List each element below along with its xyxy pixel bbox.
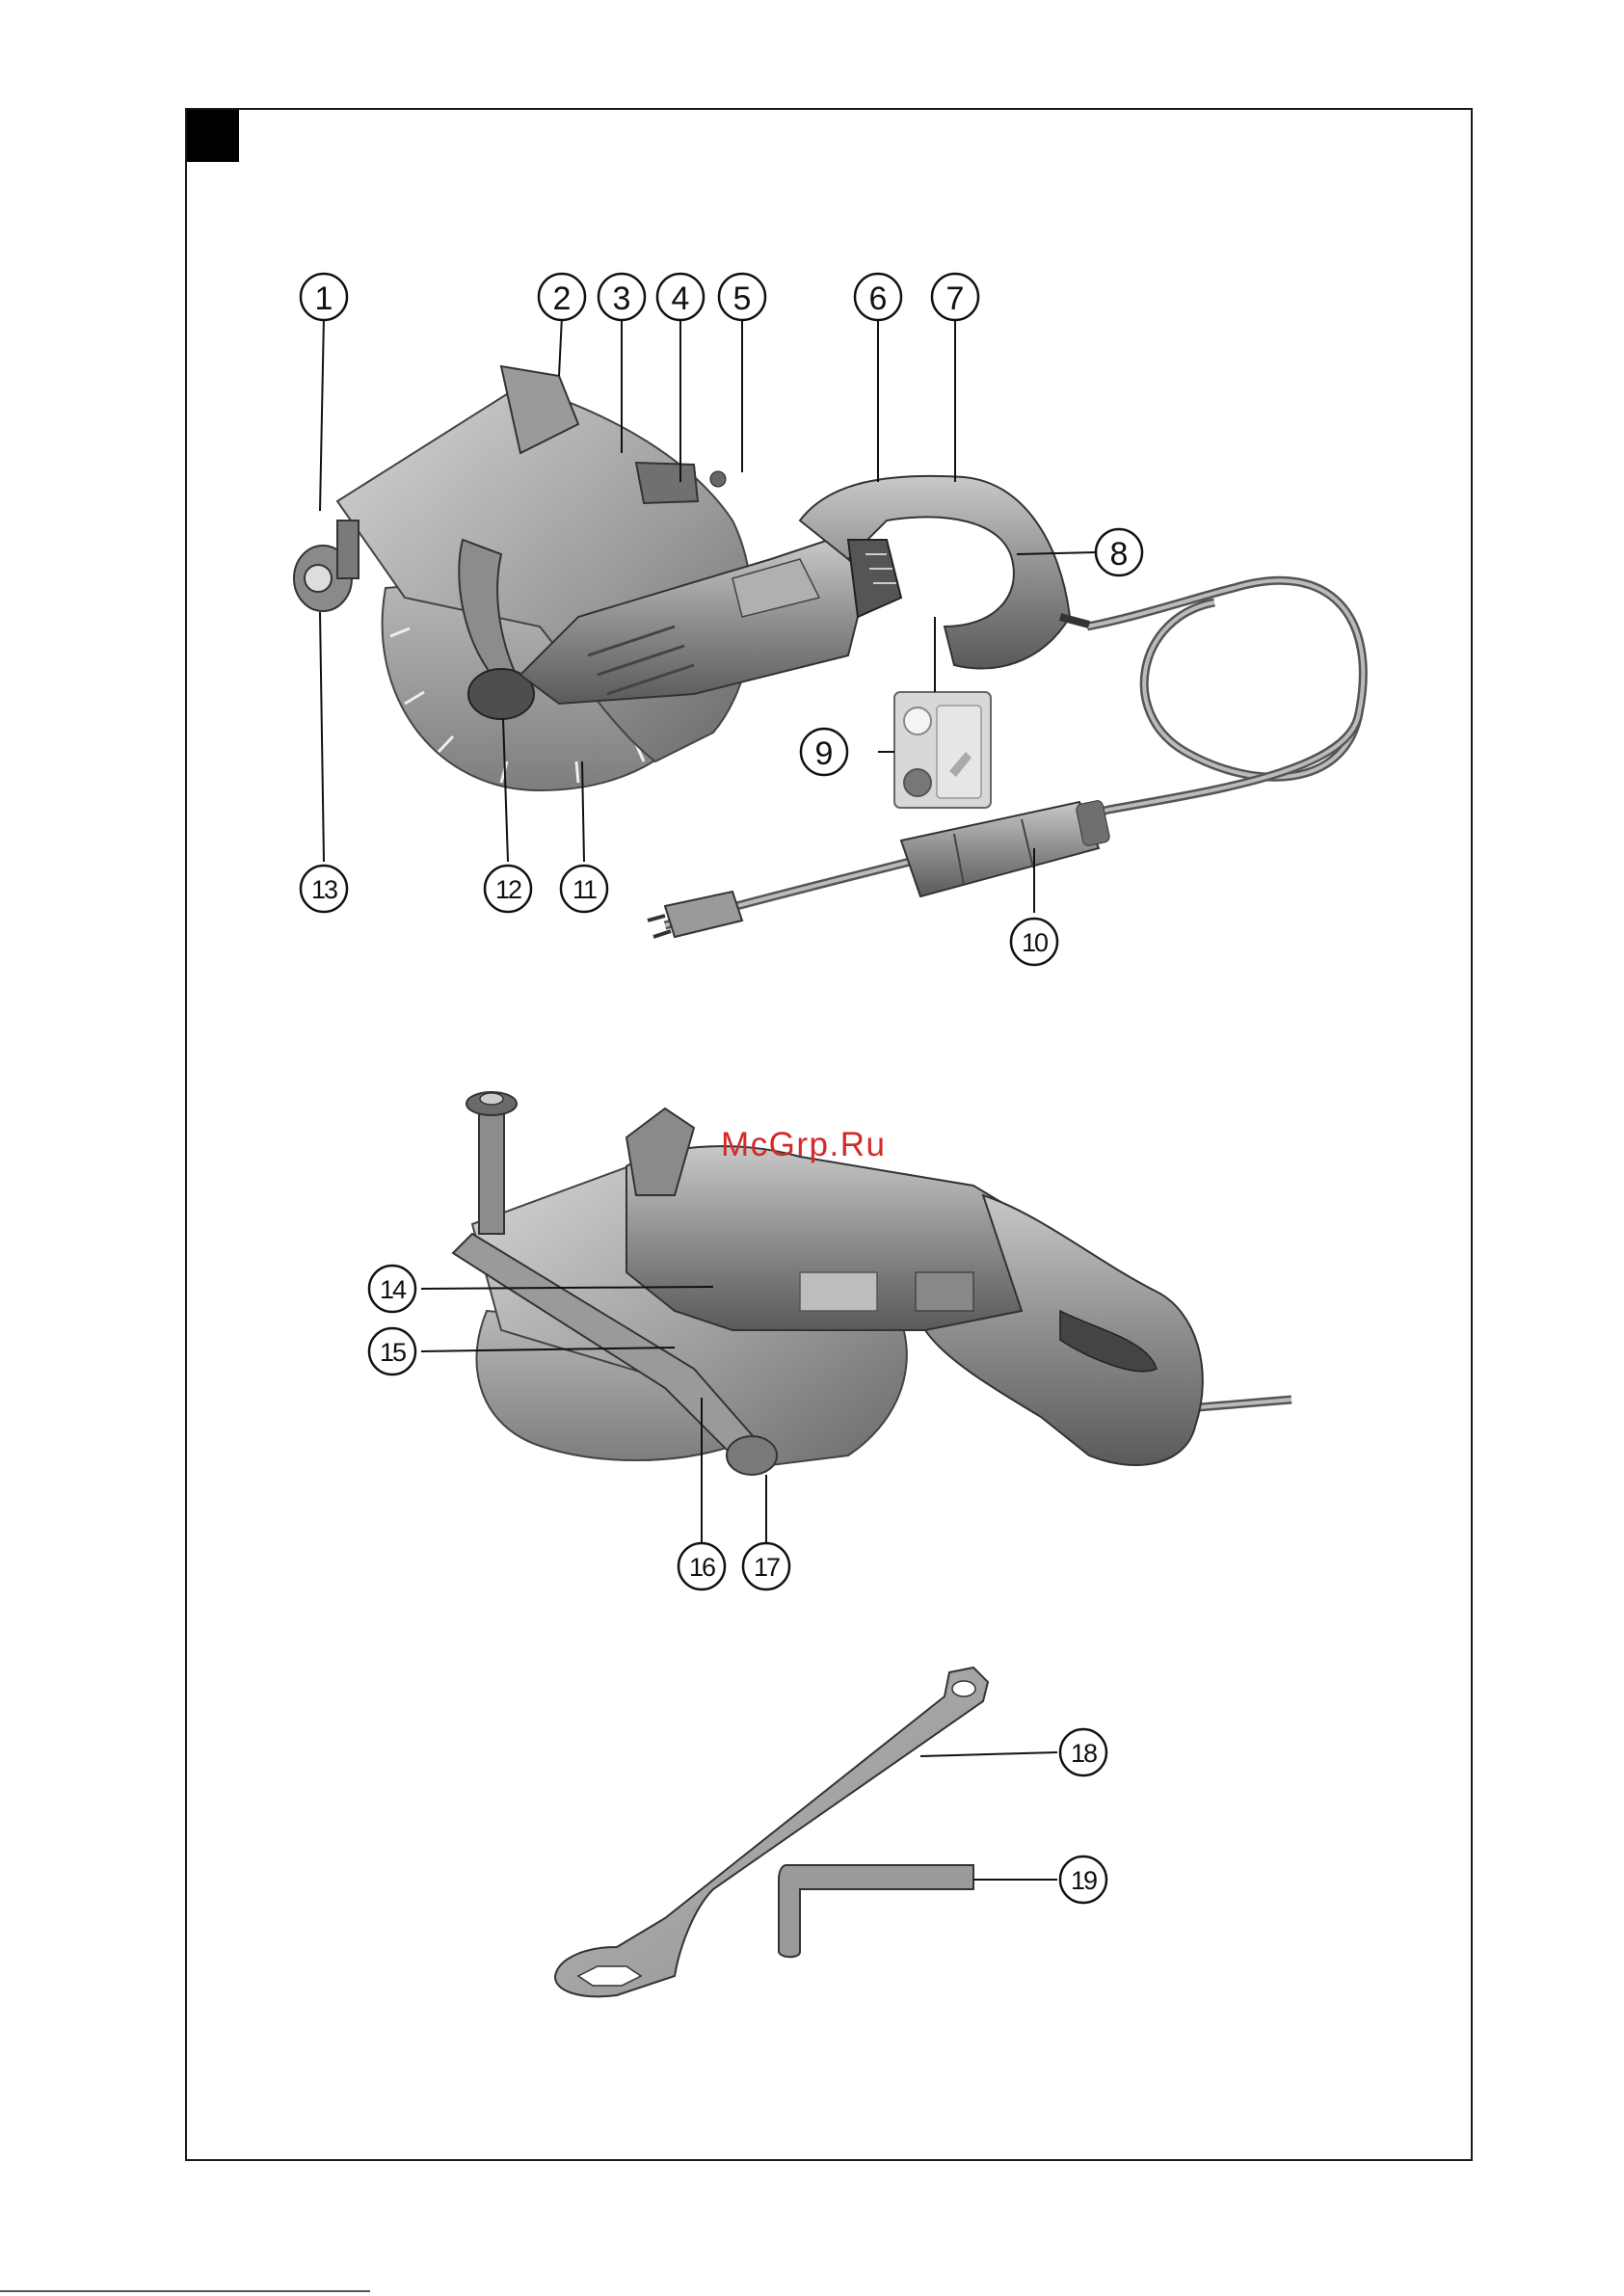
svg-text:9: 9 bbox=[815, 735, 834, 772]
callout-10: 10 bbox=[1011, 919, 1057, 965]
callout-1: 1 bbox=[301, 274, 347, 320]
callout-19: 19 bbox=[1060, 1856, 1106, 1903]
indicator-panel bbox=[894, 692, 991, 808]
svg-text:18: 18 bbox=[1071, 1739, 1097, 1768]
footer-divider bbox=[0, 2290, 370, 2292]
power-plug bbox=[648, 892, 742, 937]
callout-3: 3 bbox=[599, 274, 645, 320]
svg-text:15: 15 bbox=[380, 1338, 406, 1367]
hex-key bbox=[779, 1865, 973, 1957]
rear-roller-side bbox=[727, 1436, 777, 1475]
svg-text:16: 16 bbox=[689, 1553, 715, 1582]
svg-text:5: 5 bbox=[733, 280, 752, 317]
power-cord bbox=[1087, 580, 1363, 777]
callout-7: 7 bbox=[932, 274, 978, 320]
svg-text:19: 19 bbox=[1071, 1866, 1097, 1895]
callout-17: 17 bbox=[743, 1543, 789, 1589]
front-roller-top bbox=[294, 521, 359, 611]
callout-18: 18 bbox=[1060, 1729, 1106, 1775]
callout-5: 5 bbox=[719, 274, 765, 320]
callout-6: 6 bbox=[855, 274, 901, 320]
callout-8: 8 bbox=[1096, 529, 1142, 575]
svg-text:6: 6 bbox=[869, 280, 888, 317]
callout-16: 16 bbox=[679, 1543, 725, 1589]
leader-lines-tools bbox=[920, 1752, 1057, 1880]
svg-text:17: 17 bbox=[754, 1553, 780, 1582]
svg-text:12: 12 bbox=[495, 875, 521, 904]
spanner-wrench bbox=[555, 1668, 988, 1996]
watermark-text: McGrp.Ru bbox=[721, 1126, 886, 1164]
svg-text:4: 4 bbox=[672, 280, 690, 317]
svg-text:14: 14 bbox=[380, 1275, 407, 1304]
svg-text:13: 13 bbox=[311, 875, 337, 904]
svg-text:10: 10 bbox=[1022, 928, 1048, 957]
svg-text:8: 8 bbox=[1110, 536, 1129, 573]
callout-9: 9 bbox=[801, 729, 847, 775]
callout-14: 14 bbox=[369, 1266, 415, 1312]
cutter-top-view bbox=[294, 366, 1363, 937]
svg-text:3: 3 bbox=[613, 280, 631, 317]
svg-text:1: 1 bbox=[315, 280, 333, 317]
svg-text:7: 7 bbox=[946, 280, 965, 317]
svg-text:2: 2 bbox=[553, 280, 572, 317]
callout-13: 13 bbox=[301, 866, 347, 912]
svg-text:11: 11 bbox=[572, 875, 597, 904]
callout-12: 12 bbox=[485, 866, 531, 912]
callout-4: 4 bbox=[657, 274, 704, 320]
prcd-switch-box bbox=[901, 800, 1110, 896]
callout-11: 11 bbox=[561, 866, 607, 912]
callout-2: 2 bbox=[539, 274, 585, 320]
callout-15: 15 bbox=[369, 1328, 415, 1375]
